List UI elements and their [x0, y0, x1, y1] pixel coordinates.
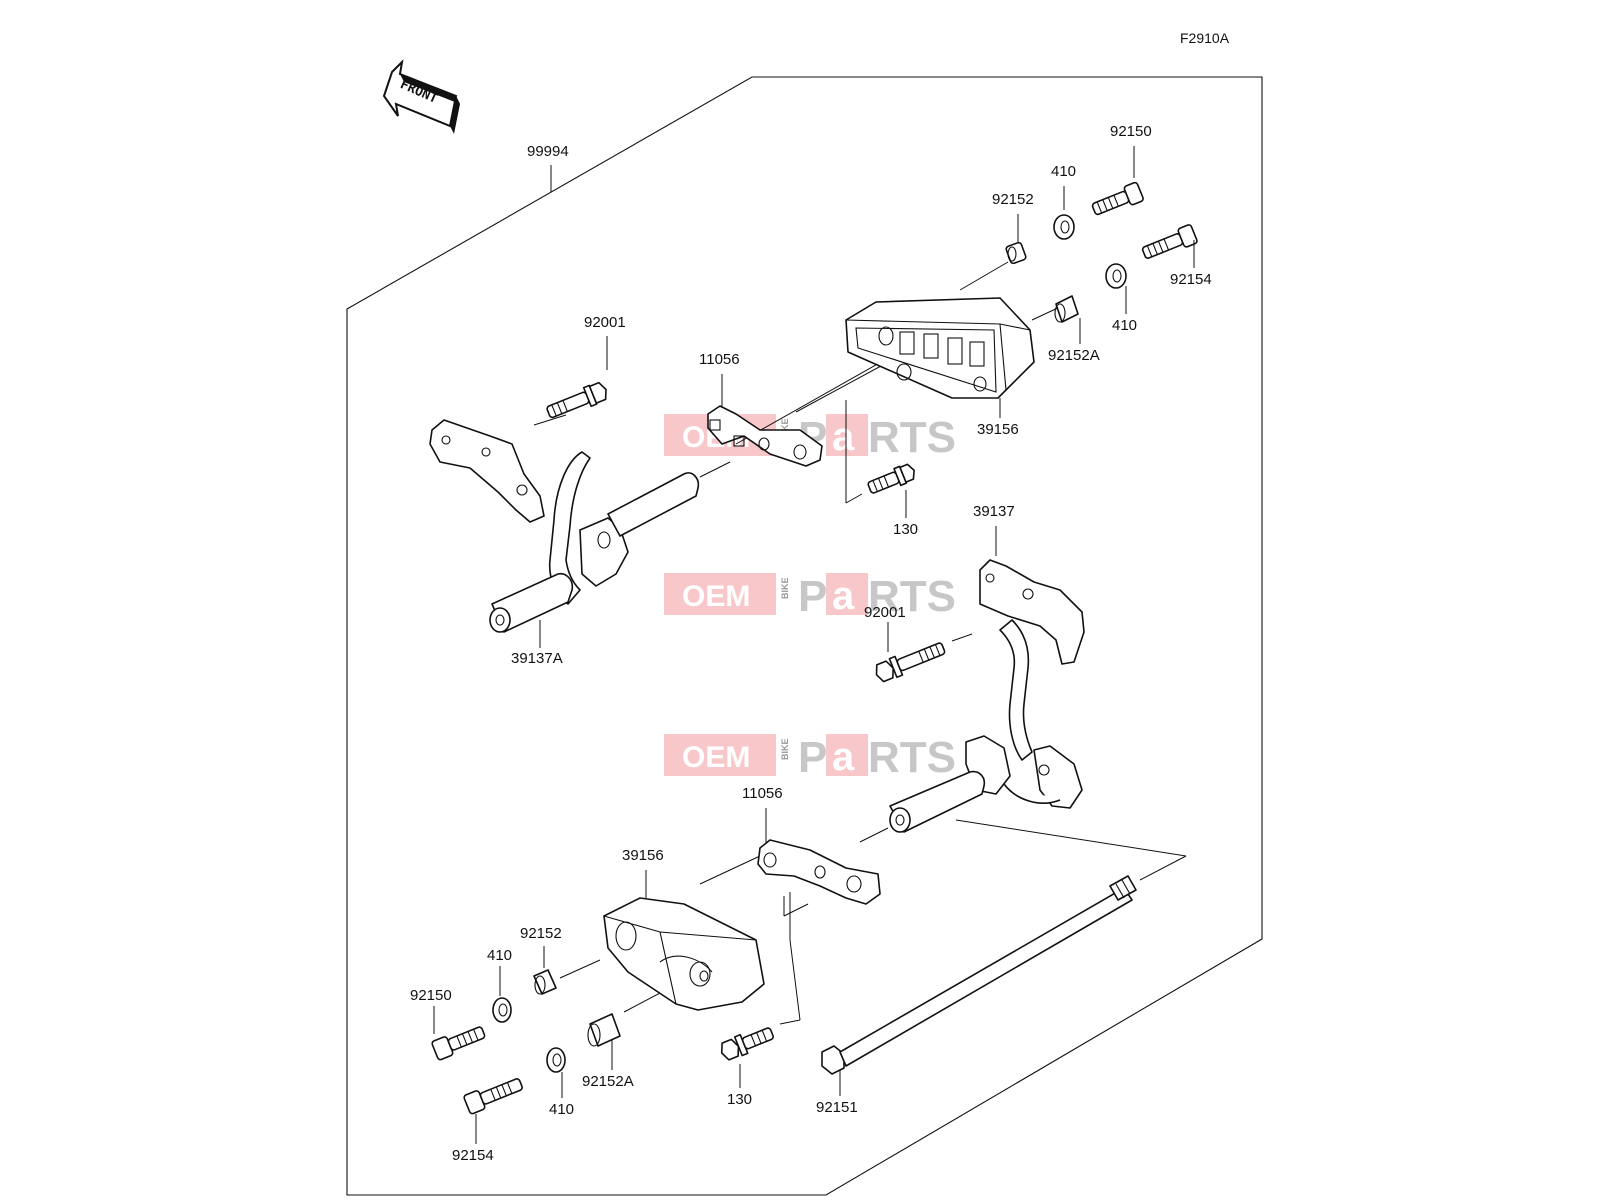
upper-bolt-92150 [1091, 181, 1144, 216]
watermark-2: OEM BIKE P a RTS [664, 572, 956, 621]
svg-text:RTS: RTS [868, 413, 956, 462]
svg-text:RTS: RTS [868, 572, 956, 621]
label-upper-92152a: 92152A [1048, 347, 1100, 364]
label-upper-92001: 92001 [584, 314, 626, 331]
upper-bolt-92001 [546, 381, 607, 419]
svg-text:a: a [832, 735, 855, 779]
figure-code: F2910A [1180, 30, 1230, 46]
lower-bolt-130 [720, 1027, 774, 1061]
kit-outline [346, 76, 1263, 1196]
label-lower-92152a: 92152A [582, 1073, 634, 1090]
label-upper-410a: 410 [1051, 163, 1076, 180]
svg-text:a: a [832, 415, 855, 459]
upper-bolt-92154 [1141, 224, 1198, 259]
label-upper-92152: 92152 [992, 191, 1034, 208]
svg-text:OEM: OEM [682, 741, 750, 774]
upper-clamp-11056 [707, 405, 823, 467]
svg-text:BIKE: BIKE [780, 577, 790, 599]
label-lower-92152: 92152 [520, 925, 562, 942]
label-upper-11056: 11056 [699, 351, 740, 368]
lower-washer-410a [492, 997, 512, 1023]
svg-text:BIKE: BIKE [780, 738, 790, 760]
watermark-3: OEM BIKE P a RTS [664, 733, 956, 782]
label-lower-92150: 92150 [410, 987, 452, 1004]
label-upper-92154: 92154 [1170, 271, 1212, 288]
svg-text:P: P [798, 733, 827, 782]
label-upper-130: 130 [893, 521, 918, 538]
long-bolt-92151 [821, 875, 1137, 1075]
front-arrow-icon: FRONT [382, 59, 460, 134]
svg-text:OEM: OEM [682, 580, 750, 613]
svg-text:P: P [798, 572, 827, 621]
label-lower-92154: 92154 [452, 1147, 494, 1164]
lower-bolt-92154 [463, 1078, 523, 1115]
label-lower-410b: 410 [549, 1101, 574, 1118]
label-upper-39156: 39156 [977, 421, 1019, 438]
lower-collar-92152 [533, 969, 557, 995]
upper-collar-92152 [1005, 241, 1027, 265]
label-left-39137a: 39137A [511, 650, 563, 667]
lower-slider-39156 [603, 897, 765, 1011]
upper-washer-410a [1053, 214, 1075, 240]
upper-washer-410b [1105, 263, 1127, 289]
label-right-39137: 39137 [973, 503, 1015, 520]
left-bracket-39137a [429, 419, 700, 633]
label-lower-92001: 92001 [864, 604, 906, 621]
right-bracket-39137 [889, 559, 1085, 833]
label-lower-410a: 410 [487, 947, 512, 964]
label-lower-130: 130 [727, 1091, 752, 1108]
label-kit-99994: 99994 [527, 143, 569, 160]
svg-text:RTS: RTS [868, 733, 956, 782]
label-long-92151: 92151 [816, 1099, 858, 1116]
label-lower-11056: 11056 [742, 785, 783, 802]
label-upper-92150: 92150 [1110, 123, 1152, 140]
lower-washer-410b [546, 1047, 566, 1073]
lower-bolt-92001 [875, 642, 946, 683]
upper-bolt-130 [867, 463, 915, 494]
lower-bolt-92150 [431, 1026, 486, 1061]
upper-slider-39156 [845, 297, 1035, 399]
lower-clamp-11056 [757, 839, 881, 905]
label-lower-39156: 39156 [622, 847, 664, 864]
upper-collar-92152a [1054, 295, 1079, 323]
label-upper-410b: 410 [1112, 317, 1137, 334]
lower-collar-92152a [587, 1013, 621, 1047]
svg-text:a: a [832, 574, 855, 618]
